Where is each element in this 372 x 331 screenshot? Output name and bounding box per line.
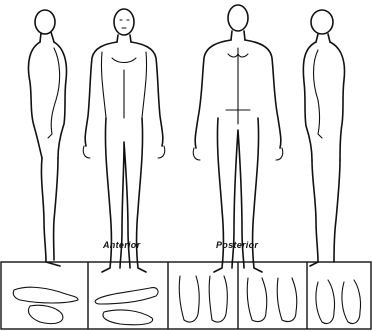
anterior-figure [83,9,165,272]
posterior-label: Posterior [216,240,258,250]
posterior-figure [193,5,283,272]
foot-panel-dorsal [179,276,227,322]
foot-panel-lateral [95,288,158,325]
foot-panels [1,262,371,329]
foot-panel-plantar [316,280,361,324]
anterior-label: Anterior [102,240,141,250]
right-lateral-figure [303,10,344,266]
left-lateral-figure [28,10,66,266]
foot-panel-toes [247,278,297,322]
foot-panel-medial [13,287,78,323]
